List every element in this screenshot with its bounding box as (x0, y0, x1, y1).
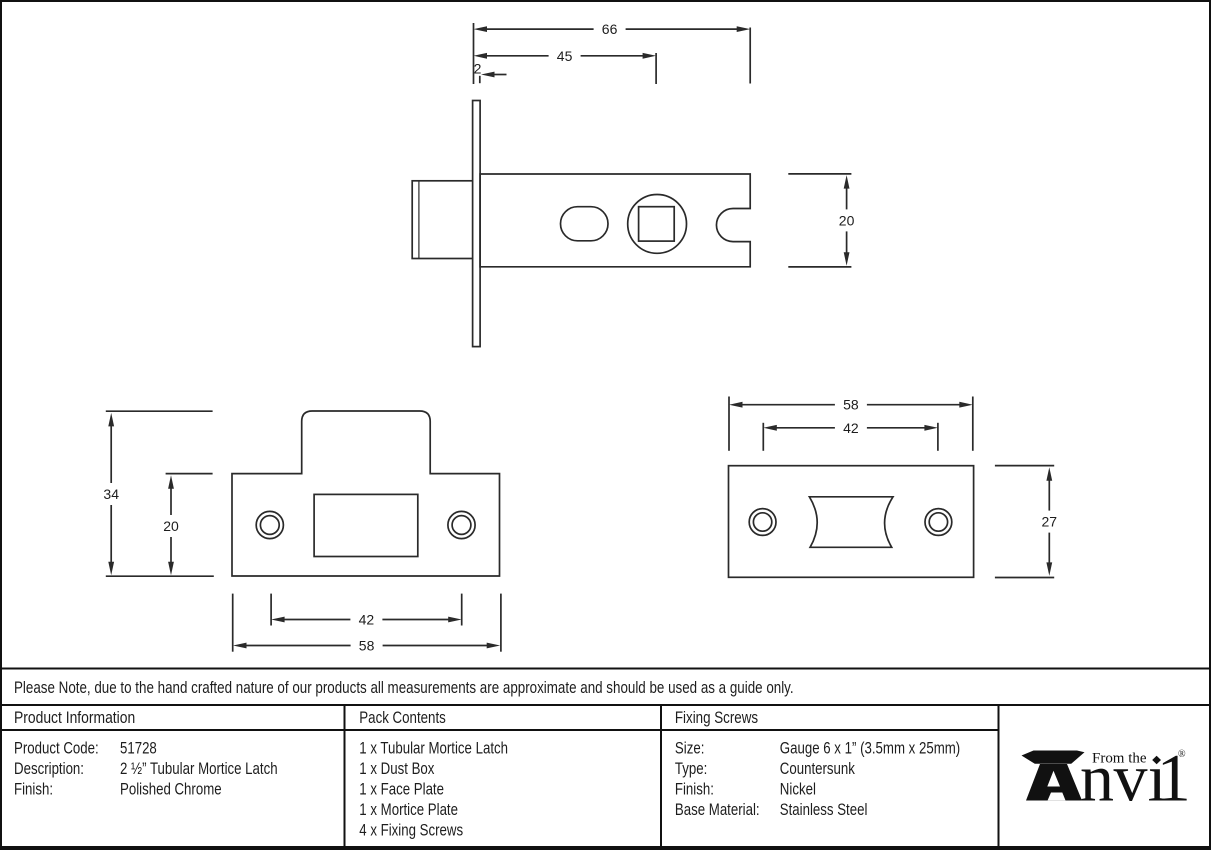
svg-text:Polished Chrome: Polished Chrome (120, 781, 222, 799)
svg-text:2: 2 (474, 61, 482, 77)
svg-text:Pack Contents: Pack Contents (359, 709, 446, 727)
svg-text:Product Code:: Product Code: (14, 739, 99, 757)
svg-text:66: 66 (602, 21, 618, 37)
svg-text:From the: From the (1092, 751, 1147, 767)
svg-text:1: 1 (1157, 740, 1191, 816)
svg-text:Finish:: Finish: (675, 781, 714, 799)
svg-text:27: 27 (1042, 514, 1058, 530)
svg-text:58: 58 (843, 397, 859, 413)
svg-text:20: 20 (839, 212, 855, 228)
svg-text:Product Information: Product Information (14, 709, 135, 727)
svg-text:51728: 51728 (120, 739, 157, 757)
svg-text:1 x Face Plate: 1 x Face Plate (359, 781, 444, 799)
svg-text:Finish:: Finish: (14, 781, 53, 799)
svg-text:Stainless Steel: Stainless Steel (780, 801, 868, 819)
svg-text:n: n (1080, 740, 1114, 816)
svg-text:Countersunk: Countersunk (780, 760, 856, 778)
svg-text:Fixing Screws: Fixing Screws (675, 709, 758, 727)
svg-text:Gauge 6 x 1” (3.5mm x 25mm): Gauge 6 x 1” (3.5mm x 25mm) (780, 739, 960, 757)
svg-text:20: 20 (163, 518, 179, 534)
svg-text:45: 45 (557, 48, 573, 64)
svg-text:34: 34 (103, 486, 119, 502)
svg-text:Description:: Description: (14, 760, 84, 778)
svg-text:4 x Fixing Screws: 4 x Fixing Screws (359, 822, 463, 840)
svg-text:Nickel: Nickel (780, 781, 816, 799)
svg-text:2 ½” Tubular Mortice Latch: 2 ½” Tubular Mortice Latch (120, 760, 278, 778)
svg-text:Size:: Size: (675, 739, 705, 757)
svg-text:®: ® (1178, 749, 1186, 760)
svg-text:58: 58 (359, 638, 375, 654)
svg-text:1 x Dust Box: 1 x Dust Box (359, 760, 435, 778)
svg-text:1 x Mortice Plate: 1 x Mortice Plate (359, 801, 458, 819)
svg-text:Please Note, due to the hand c: Please Note, due to the hand crafted nat… (14, 679, 794, 697)
svg-text:42: 42 (359, 612, 375, 628)
svg-text:42: 42 (843, 420, 859, 436)
svg-text:ı: ı (1148, 740, 1167, 816)
svg-text:Type:: Type: (675, 760, 707, 778)
svg-text:Base Material:: Base Material: (675, 801, 760, 819)
svg-text:v: v (1114, 740, 1148, 816)
svg-text:1 x Tubular Mortice Latch: 1 x Tubular Mortice Latch (359, 739, 508, 757)
